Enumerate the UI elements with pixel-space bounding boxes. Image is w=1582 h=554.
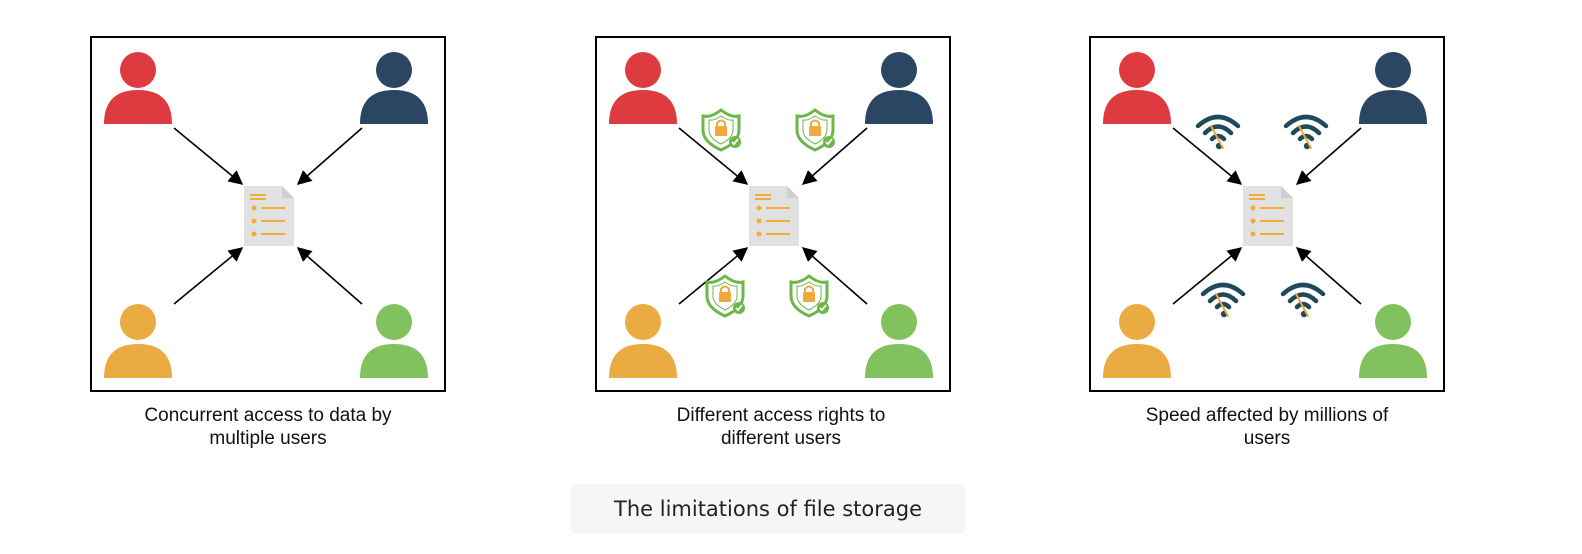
user-icon-red bbox=[104, 52, 172, 124]
arrow-navy-to-document bbox=[296, 127, 363, 185]
document-icon bbox=[244, 186, 294, 246]
panel-canvas bbox=[609, 52, 933, 378]
arrow-orange-to-document bbox=[678, 247, 749, 305]
shield-lock-icon bbox=[701, 108, 743, 152]
user-icon-orange bbox=[104, 304, 172, 378]
panel-caption-speed: Speed affected by millions of users bbox=[1089, 404, 1445, 450]
weak-wifi-icon bbox=[1286, 117, 1326, 149]
document-icon bbox=[1243, 186, 1293, 246]
panel-caption-access-rights: Different access rights to different use… bbox=[603, 404, 959, 450]
arrow-red-to-document bbox=[173, 127, 244, 185]
user-icon-green bbox=[1359, 304, 1427, 378]
arrow-red-to-document bbox=[1172, 127, 1243, 185]
weak-wifi-icon bbox=[1283, 285, 1323, 317]
document-icon bbox=[749, 186, 799, 246]
user-icon-green bbox=[360, 304, 428, 378]
user-icon-red bbox=[609, 52, 677, 124]
diagram-panel-speed bbox=[1089, 36, 1445, 392]
caption-line-1: Different access rights to bbox=[676, 405, 886, 426]
arrow-green-to-document bbox=[801, 247, 868, 305]
arrow-navy-to-document bbox=[801, 127, 868, 185]
figure-title: The limitations of file storage bbox=[570, 484, 966, 534]
arrow-orange-to-document bbox=[1172, 247, 1243, 305]
caption-line-1: Concurrent access to data by bbox=[144, 405, 392, 426]
caption-line-1: Speed affected by millions of bbox=[1145, 405, 1389, 426]
user-icon-red bbox=[1103, 52, 1171, 124]
weak-wifi-icon bbox=[1203, 285, 1243, 317]
arrow-navy-to-document bbox=[1295, 127, 1362, 185]
caption-line-2: multiple users bbox=[209, 428, 327, 449]
panel-canvas bbox=[104, 52, 428, 378]
shield-lock-icon bbox=[795, 108, 837, 152]
user-icon-orange bbox=[1103, 304, 1171, 378]
arrow-green-to-document bbox=[296, 247, 363, 305]
diagram-panel-access-rights bbox=[595, 36, 951, 392]
user-icon-orange bbox=[609, 304, 677, 378]
shield-lock-icon bbox=[789, 274, 831, 318]
figure-title-text: The limitations of file storage bbox=[614, 497, 922, 521]
panel-canvas bbox=[1103, 52, 1427, 378]
arrow-orange-to-document bbox=[173, 247, 244, 305]
caption-line-2: users bbox=[1243, 428, 1291, 449]
panel-caption-concurrent-access: Concurrent access to data by multiple us… bbox=[90, 404, 446, 450]
weak-wifi-icon bbox=[1198, 117, 1238, 149]
arrow-green-to-document bbox=[1295, 247, 1362, 305]
user-icon-navy bbox=[360, 52, 428, 124]
user-icon-green bbox=[865, 304, 933, 378]
diagram-panel-concurrent-access bbox=[90, 36, 446, 392]
caption-line-2: different users bbox=[720, 428, 842, 449]
arrow-red-to-document bbox=[678, 127, 749, 185]
shield-lock-icon bbox=[705, 274, 747, 318]
user-icon-navy bbox=[1359, 52, 1427, 124]
user-icon-navy bbox=[865, 52, 933, 124]
